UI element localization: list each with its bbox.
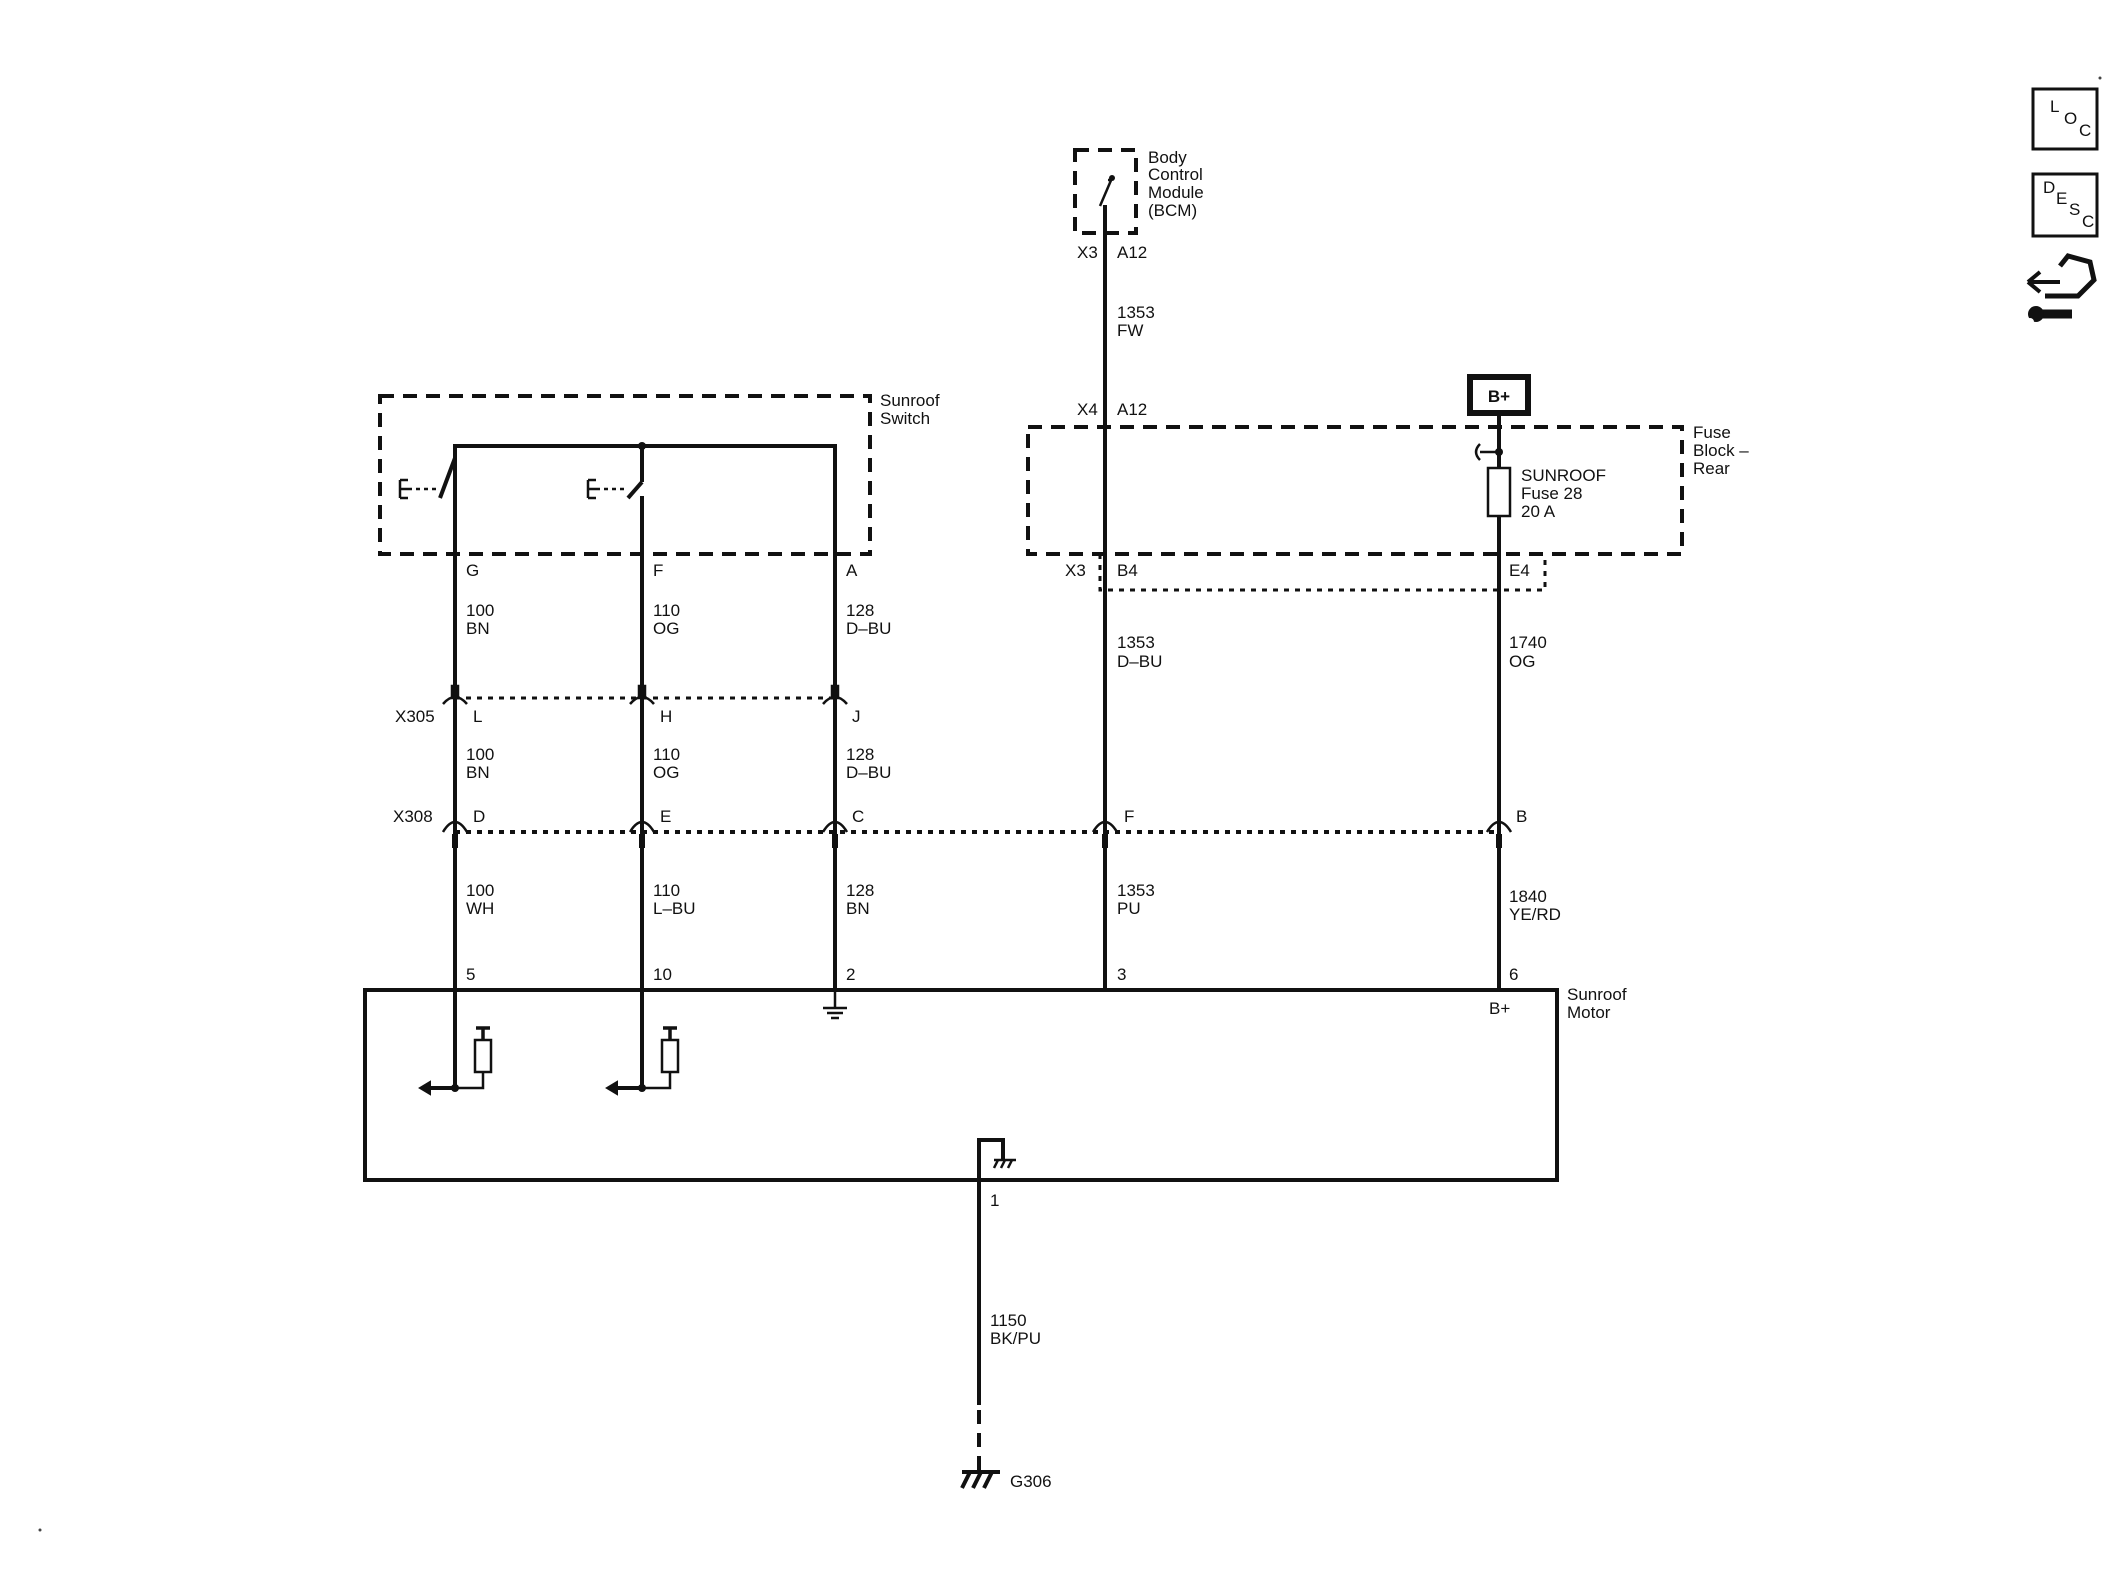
fuse-line-3: 20 A bbox=[1521, 502, 1556, 521]
fuse-block-name-2: Block – bbox=[1693, 441, 1749, 460]
switch-pin-f: F bbox=[653, 561, 663, 580]
desc-letter-s: S bbox=[2069, 200, 2080, 219]
wire-1353-pu-circuit: 1353 bbox=[1117, 881, 1155, 900]
wire-1740-circuit: 1740 bbox=[1509, 633, 1547, 652]
wire-1353-fw-color: FW bbox=[1117, 321, 1143, 340]
motor-input-5-circuit bbox=[418, 990, 493, 1096]
x305-pin-h: H bbox=[660, 707, 672, 726]
motor-name-2: Motor bbox=[1567, 1003, 1611, 1022]
bcm-name-3: Module bbox=[1148, 183, 1204, 202]
desc-letter-e: E bbox=[2056, 189, 2067, 208]
wire-1353-dbu-color: D–BU bbox=[1117, 652, 1162, 671]
wire-1840-color: YE/RD bbox=[1509, 905, 1561, 924]
switch-name-2: Switch bbox=[880, 409, 930, 428]
fuse-28-symbol bbox=[1486, 466, 1512, 518]
x308-pin-d: D bbox=[473, 807, 485, 826]
switch-name-1: Sunroof bbox=[880, 391, 940, 410]
x308-name: X308 bbox=[393, 807, 433, 826]
x305-pin-l: L bbox=[473, 707, 482, 726]
wire-110-mid-circuit: 110 bbox=[653, 745, 680, 764]
fuse-line-1: SUNROOF bbox=[1521, 466, 1606, 485]
wire-110-mid-color: OG bbox=[653, 763, 679, 782]
sunroof-switch: Sunroof Switch bbox=[378, 391, 940, 556]
wire-100-bn-color: BN bbox=[466, 619, 490, 638]
motor-chassis-ground-icon bbox=[977, 1138, 1016, 1180]
motor-pin-3: 3 bbox=[1117, 965, 1126, 984]
motor-pin-10: 10 bbox=[653, 965, 672, 984]
battery-terminal: B+ bbox=[1467, 374, 1531, 416]
battery-label: B+ bbox=[1488, 387, 1510, 406]
wire-128-dbu-circuit: 128 bbox=[846, 601, 874, 620]
sunroof-motor: Sunroof Motor bbox=[363, 985, 1627, 1182]
ground-g306-icon bbox=[960, 1470, 1000, 1489]
wire-128-mid-circuit: 128 bbox=[846, 745, 874, 764]
wire-128-mid-color: D–BU bbox=[846, 763, 891, 782]
motor-pin-6: 6 bbox=[1509, 965, 1518, 984]
x308-pin-f: F bbox=[1124, 807, 1134, 826]
motor-pin-1: 1 bbox=[990, 1191, 999, 1210]
fuse-x3-pin-e4: E4 bbox=[1509, 561, 1530, 580]
wire-100-bn-circuit: 100 bbox=[466, 601, 494, 620]
fuse-block-rear: Fuse Block – Rear bbox=[1026, 423, 1749, 556]
x308-pin-e: E bbox=[660, 807, 671, 826]
wire-110-lbu-color: L–BU bbox=[653, 899, 696, 918]
wire-100-mid-circuit: 100 bbox=[466, 745, 494, 764]
bcm-name-2: Control bbox=[1148, 165, 1203, 184]
bcm-name-4: (BCM) bbox=[1148, 201, 1197, 220]
wire-128-bn-circuit: 128 bbox=[846, 881, 874, 900]
fuse-block-name-3: Rear bbox=[1693, 459, 1730, 478]
motor-name-1: Sunroof bbox=[1567, 985, 1627, 1004]
desc-button[interactable]: D E S C bbox=[2031, 172, 2099, 238]
x308-pin-c: C bbox=[852, 807, 864, 826]
motor-pin-2: 2 bbox=[846, 965, 855, 984]
wire-1353-pu-color: PU bbox=[1117, 899, 1141, 918]
bcm-name-1: Body bbox=[1148, 148, 1187, 167]
switch-pin-a: A bbox=[846, 561, 858, 580]
wire-100-wh-color: WH bbox=[466, 899, 494, 918]
wire-128-dbu-color: D–BU bbox=[846, 619, 891, 638]
x308-pin-b: B bbox=[1516, 807, 1527, 826]
desc-letter-d: D bbox=[2043, 178, 2055, 197]
wire-1353-dbu-circuit: 1353 bbox=[1117, 633, 1155, 652]
fuse-x3-pin-b4: B4 bbox=[1117, 561, 1138, 580]
bcm-module: Body Control Module (BCM) X3 A12 bbox=[1073, 148, 1204, 262]
fuse-block-x3-connector bbox=[1098, 554, 1547, 592]
desc-letter-c: C bbox=[2082, 212, 2094, 231]
loc-letter-l: L bbox=[2050, 97, 2059, 116]
loc-letter-c: C bbox=[2079, 121, 2091, 140]
ground-g306-label: G306 bbox=[1010, 1472, 1052, 1491]
x4-connector: X4 bbox=[1077, 400, 1098, 419]
x305-name: X305 bbox=[395, 707, 435, 726]
motor-bplus: B+ bbox=[1489, 999, 1510, 1018]
x305-pin-j: J bbox=[852, 707, 861, 726]
wire-100-mid-color: BN bbox=[466, 763, 490, 782]
wire-128-bn-color: BN bbox=[846, 899, 870, 918]
connector-tool-icon[interactable] bbox=[2026, 253, 2097, 326]
loc-button[interactable]: L O C bbox=[2031, 87, 2099, 151]
loc-letter-o: O bbox=[2064, 109, 2077, 128]
x4-pin: A12 bbox=[1117, 400, 1147, 419]
motor-input-10-circuit bbox=[605, 990, 680, 1096]
fuse-line-2: Fuse 28 bbox=[1521, 484, 1582, 503]
wire-1150-circuit: 1150 bbox=[990, 1311, 1027, 1330]
fuse-x3-name: X3 bbox=[1065, 561, 1086, 580]
wire-110-og-circuit: 110 bbox=[653, 601, 680, 620]
switch-pin-g: G bbox=[466, 561, 479, 580]
bcm-connector: X3 bbox=[1077, 243, 1098, 262]
wire-110-lbu-circuit: 110 bbox=[653, 881, 680, 900]
motor-pin-2-ground-icon bbox=[823, 990, 847, 1020]
wire-1840-circuit: 1840 bbox=[1509, 887, 1547, 906]
wire-110-og-color: OG bbox=[653, 619, 679, 638]
motor-pin-5: 5 bbox=[466, 965, 475, 984]
wire-1353-fw-circuit: 1353 bbox=[1117, 303, 1155, 322]
wire-1740-color: OG bbox=[1509, 652, 1535, 671]
bcm-pin: A12 bbox=[1117, 243, 1147, 262]
wire-100-wh-circuit: 100 bbox=[466, 881, 494, 900]
wire-1150-color: BK/PU bbox=[990, 1329, 1041, 1348]
fuse-block-name-1: Fuse bbox=[1693, 423, 1731, 442]
